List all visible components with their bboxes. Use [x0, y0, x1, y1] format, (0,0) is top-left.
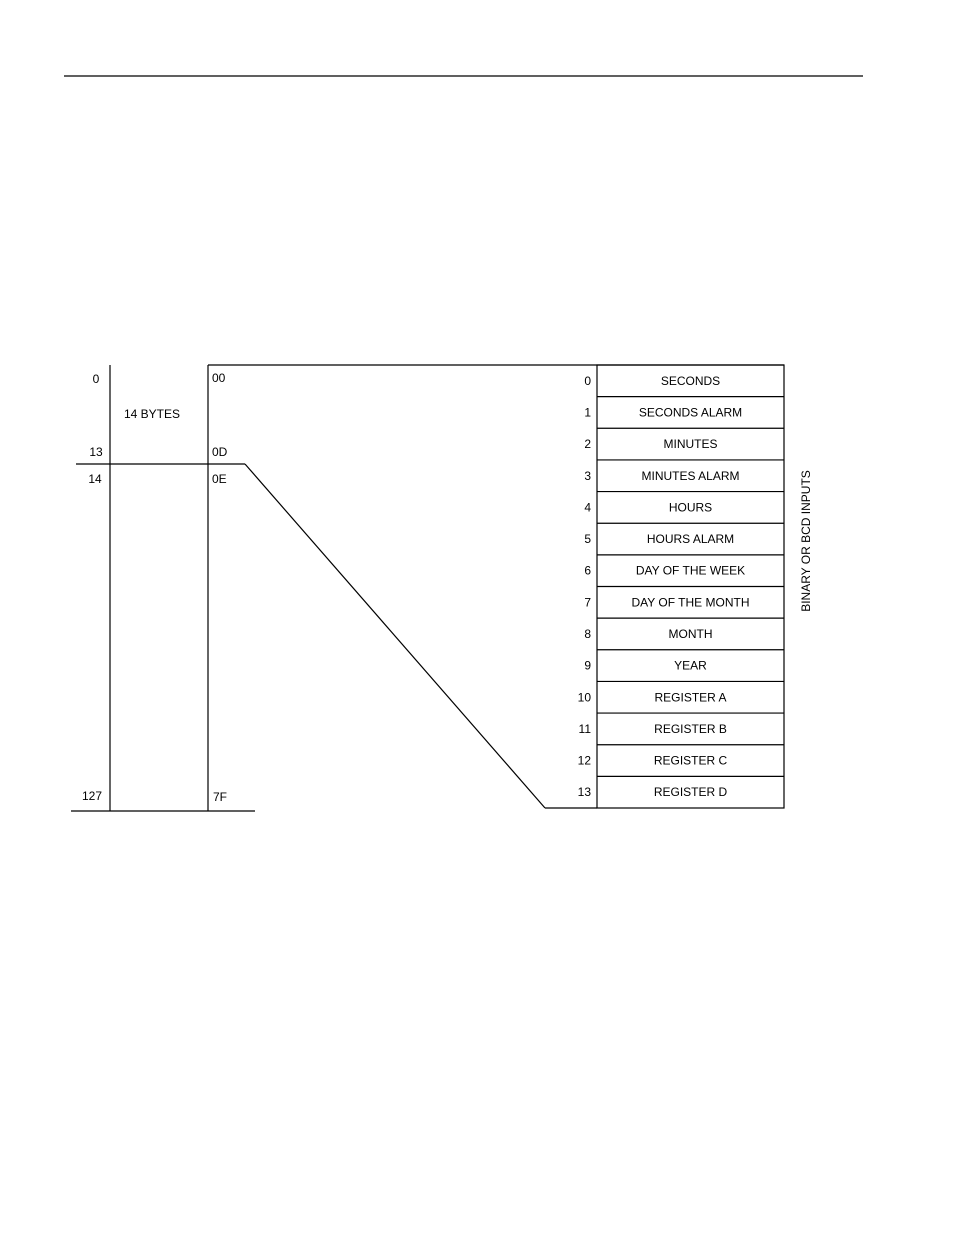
register-index: 5	[584, 532, 591, 546]
register-index: 3	[584, 469, 591, 483]
register-name: YEAR	[674, 659, 707, 673]
register-index: 2	[584, 437, 591, 451]
register-index: 9	[584, 659, 591, 673]
register-name: MINUTES ALARM	[641, 469, 739, 483]
register-index: 10	[578, 690, 592, 704]
register-index: 4	[584, 500, 591, 514]
register-index: 1	[584, 405, 591, 419]
register-name: DAY OF THE MONTH	[631, 595, 749, 609]
dec-address-start: 0	[93, 372, 100, 386]
register-name: MONTH	[669, 627, 713, 641]
register-name: SECONDS ALARM	[639, 405, 742, 419]
register-name: REGISTER C	[654, 754, 728, 768]
register-index: 8	[584, 627, 591, 641]
register-name: DAY OF THE WEEK	[636, 564, 745, 578]
side-label: BINARY OR BCD INPUTS	[799, 470, 813, 612]
memory-column	[71, 365, 255, 812]
register-index: 13	[578, 785, 592, 799]
register-name: HOURS	[669, 500, 712, 514]
register-name: SECONDS	[661, 374, 720, 388]
hex-address-block-end: 0D	[212, 445, 228, 459]
register-name: MINUTES	[664, 437, 718, 451]
register-name: HOURS ALARM	[647, 532, 734, 546]
register-index: 0	[584, 374, 591, 388]
block-size-label: 14 BYTES	[124, 407, 180, 421]
register-index: 6	[584, 564, 591, 578]
connector-diagonal	[244, 463, 546, 809]
dec-address-block-end: 13	[89, 445, 103, 459]
hex-address-rest-start: 0E	[212, 472, 227, 486]
register-name: REGISTER B	[654, 722, 727, 736]
register-name: REGISTER D	[654, 785, 728, 799]
register-index: 11	[579, 722, 592, 736]
register-index: 12	[578, 754, 592, 768]
dec-address-rest-start: 14	[88, 472, 102, 486]
dec-address-end: 127	[82, 789, 102, 803]
register-table: 0 SECONDS 1 SECONDS ALARM 2 MINUTES 3 MINUTES A…	[578, 364, 785, 809]
register-name: REGISTER A	[654, 690, 726, 704]
hex-address-end: 7F	[213, 790, 227, 804]
register-index: 7	[584, 595, 591, 609]
hex-address-start: 00	[212, 371, 226, 385]
